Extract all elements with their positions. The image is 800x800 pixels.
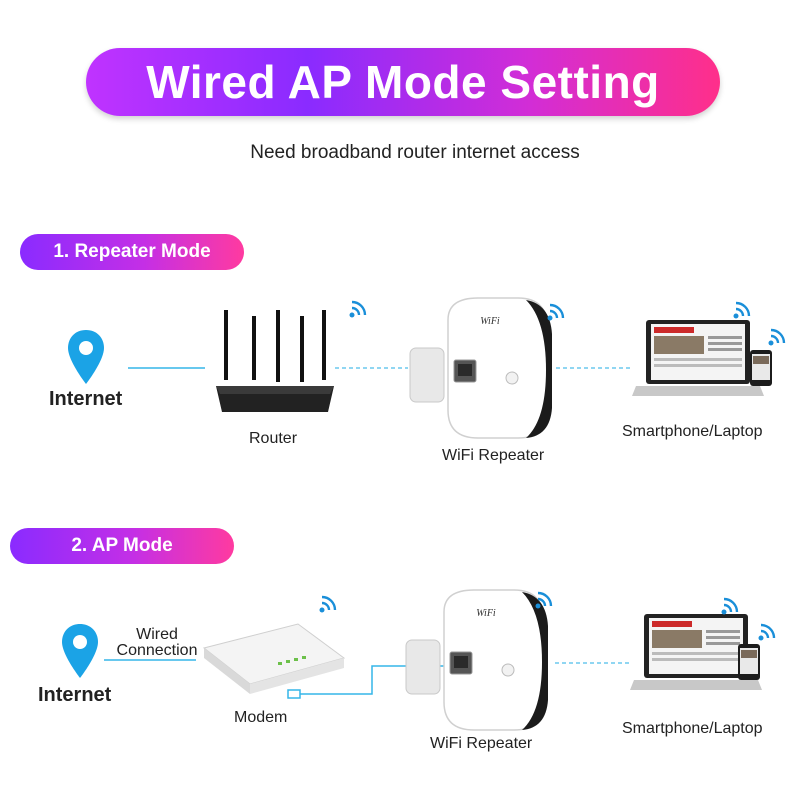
- modem-label: Modem: [234, 709, 288, 726]
- laptop-icon: [630, 614, 762, 690]
- wifi-signal-icon: [535, 591, 553, 609]
- location-pin-icon: [68, 330, 104, 384]
- internet-label-2: Internet: [38, 684, 112, 706]
- internet-label-1: Internet: [49, 388, 123, 410]
- wifi-signal-icon: [721, 597, 739, 615]
- location-pin-icon: [62, 624, 98, 678]
- devices-label-2: Smartphone/Laptop: [622, 720, 763, 737]
- title-banner: Wired AP Mode Setting: [86, 48, 720, 116]
- router-label: Router: [249, 430, 298, 447]
- svg-text:WiFi: WiFi: [476, 608, 496, 619]
- wifi-signal-icon: [547, 303, 565, 321]
- wifi-signal-icon: [349, 300, 367, 318]
- smartphone-icon: [750, 350, 772, 386]
- mode-2-label: 2. AP Mode: [71, 535, 173, 556]
- devices-label-1: Smartphone/Laptop: [622, 423, 763, 440]
- page-title: Wired AP Mode Setting: [146, 56, 660, 108]
- mode-1-pill: 1. Repeater Mode: [20, 234, 244, 270]
- wifi-signal-icon: [319, 595, 337, 613]
- smartphone-icon: [738, 644, 760, 680]
- repeater-icon: WiFi: [409, 297, 552, 439]
- mode-1-label: 1. Repeater Mode: [53, 241, 211, 262]
- wifi-signal-icon: [768, 328, 786, 346]
- modem-icon: [202, 623, 346, 694]
- mode-2-pill: 2. AP Mode: [10, 528, 234, 564]
- repeater-label-1: WiFi Repeater: [442, 447, 545, 464]
- laptop-icon: [632, 320, 764, 396]
- router-icon: [216, 310, 334, 412]
- wifi-signal-icon: [733, 301, 751, 319]
- repeater-label-2: WiFi Repeater: [430, 735, 533, 752]
- wired-connection-label: Wired Connection: [116, 626, 198, 659]
- svg-text:WiFi: WiFi: [480, 316, 500, 327]
- repeater-icon: WiFi: [405, 589, 548, 731]
- subtitle: Need broadband router internet access: [250, 142, 580, 163]
- wifi-signal-icon: [758, 623, 776, 641]
